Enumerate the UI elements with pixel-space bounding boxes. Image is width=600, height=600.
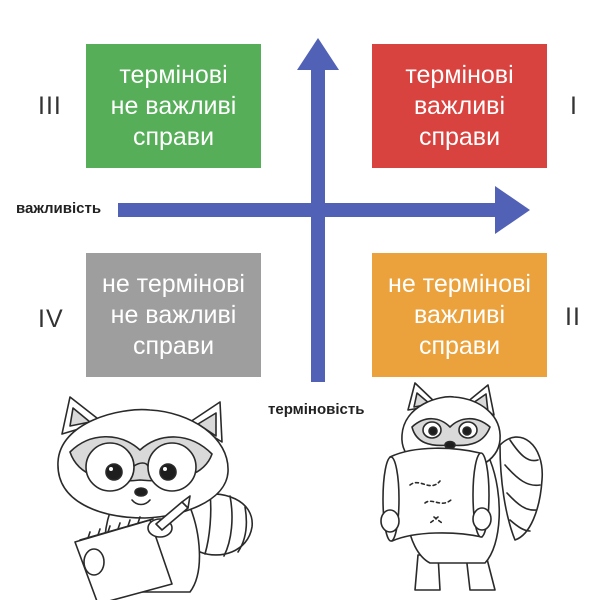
horizontal-axis-shaft [118,203,500,217]
quadrant-III-numeral: III [38,92,62,120]
quadrant-II-line3: справи [418,331,501,360]
horizontal-axis-label: важливість [16,200,102,217]
quadrant-II-numeral: II [565,303,581,331]
quadrant-I-line2: важливі [413,91,505,120]
raccoon-with-map-illustration [380,382,543,591]
vertical-axis-shaft [311,66,325,382]
quadrant-IV-line3: справи [132,331,215,360]
quadrant-I-box: термінові важливі справи [372,44,547,168]
quadrant-IV-line2: не важливі [110,300,237,329]
raccoon-with-notepad-illustration [57,396,253,600]
horizontal-axis-arrowhead [495,186,530,234]
quadrant-III-line1: термінові [119,60,228,89]
quadrant-I-numeral: I [570,92,578,120]
quadrant-III-line2: не важливі [110,91,237,120]
quadrant-III-box: термінові не важливі справи [86,44,261,168]
quadrant-II-line1: не термінові [388,269,531,298]
quadrant-I-line3: справи [418,122,501,151]
quadrant-I-line1: термінові [405,60,514,89]
vertical-axis-label: терміновість [268,401,365,418]
quadrant-IV-box: не термінові не важливі справи [86,253,261,377]
vertical-axis-arrowhead [297,38,339,70]
quadrant-III-line3: справи [132,122,215,151]
quadrant-IV-line1: не термінові [102,269,245,298]
quadrant-II-box: не термінові важливі справи [372,253,547,377]
quadrant-IV-numeral: IV [38,305,64,333]
quadrant-II-line2: важливі [413,300,505,329]
